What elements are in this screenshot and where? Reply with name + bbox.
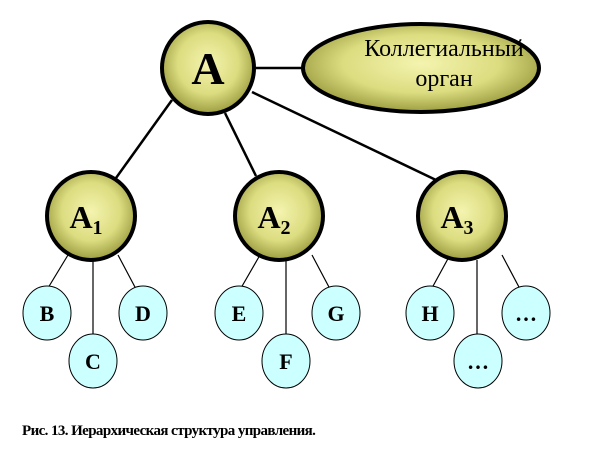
root-node: A <box>160 20 256 116</box>
connector-root-a1 <box>114 99 174 179</box>
leaf-d: D <box>135 301 151 326</box>
manager-node-a1: A1 <box>45 170 137 262</box>
collegial-label-line2: орган <box>415 66 472 92</box>
svg-text:A2: A2 <box>257 199 290 239</box>
leaf-e: E <box>232 301 247 326</box>
root-label: A <box>191 43 224 94</box>
leaf-f: F <box>279 349 292 374</box>
leaf-h: H <box>421 301 438 326</box>
svg-text:A1: A1 <box>69 199 102 239</box>
collegial-label-line1: Коллегиальный <box>364 36 524 62</box>
leaf-nodes <box>22 285 551 389</box>
figure-caption: Рис. 13. Иерархическая структура управле… <box>22 423 316 439</box>
connector-root-a2 <box>223 112 258 177</box>
leaf-ellipsis-1: … <box>467 349 489 374</box>
leaf-connectors <box>47 254 521 337</box>
leaf-labels: B C D E F G H … … <box>40 301 537 374</box>
leaf-g: G <box>327 301 344 326</box>
manager-node-a3: A3 <box>416 170 508 262</box>
leaf-ellipsis-2: … <box>515 301 537 326</box>
connector-root-a3 <box>251 90 437 182</box>
leaf-b: B <box>40 301 55 326</box>
collegial-body-node: Коллегиальный орган <box>301 22 541 114</box>
connectors <box>114 66 437 182</box>
svg-text:A3: A3 <box>440 199 473 239</box>
manager-node-a2: A2 <box>233 170 325 262</box>
leaf-c: C <box>85 349 101 374</box>
